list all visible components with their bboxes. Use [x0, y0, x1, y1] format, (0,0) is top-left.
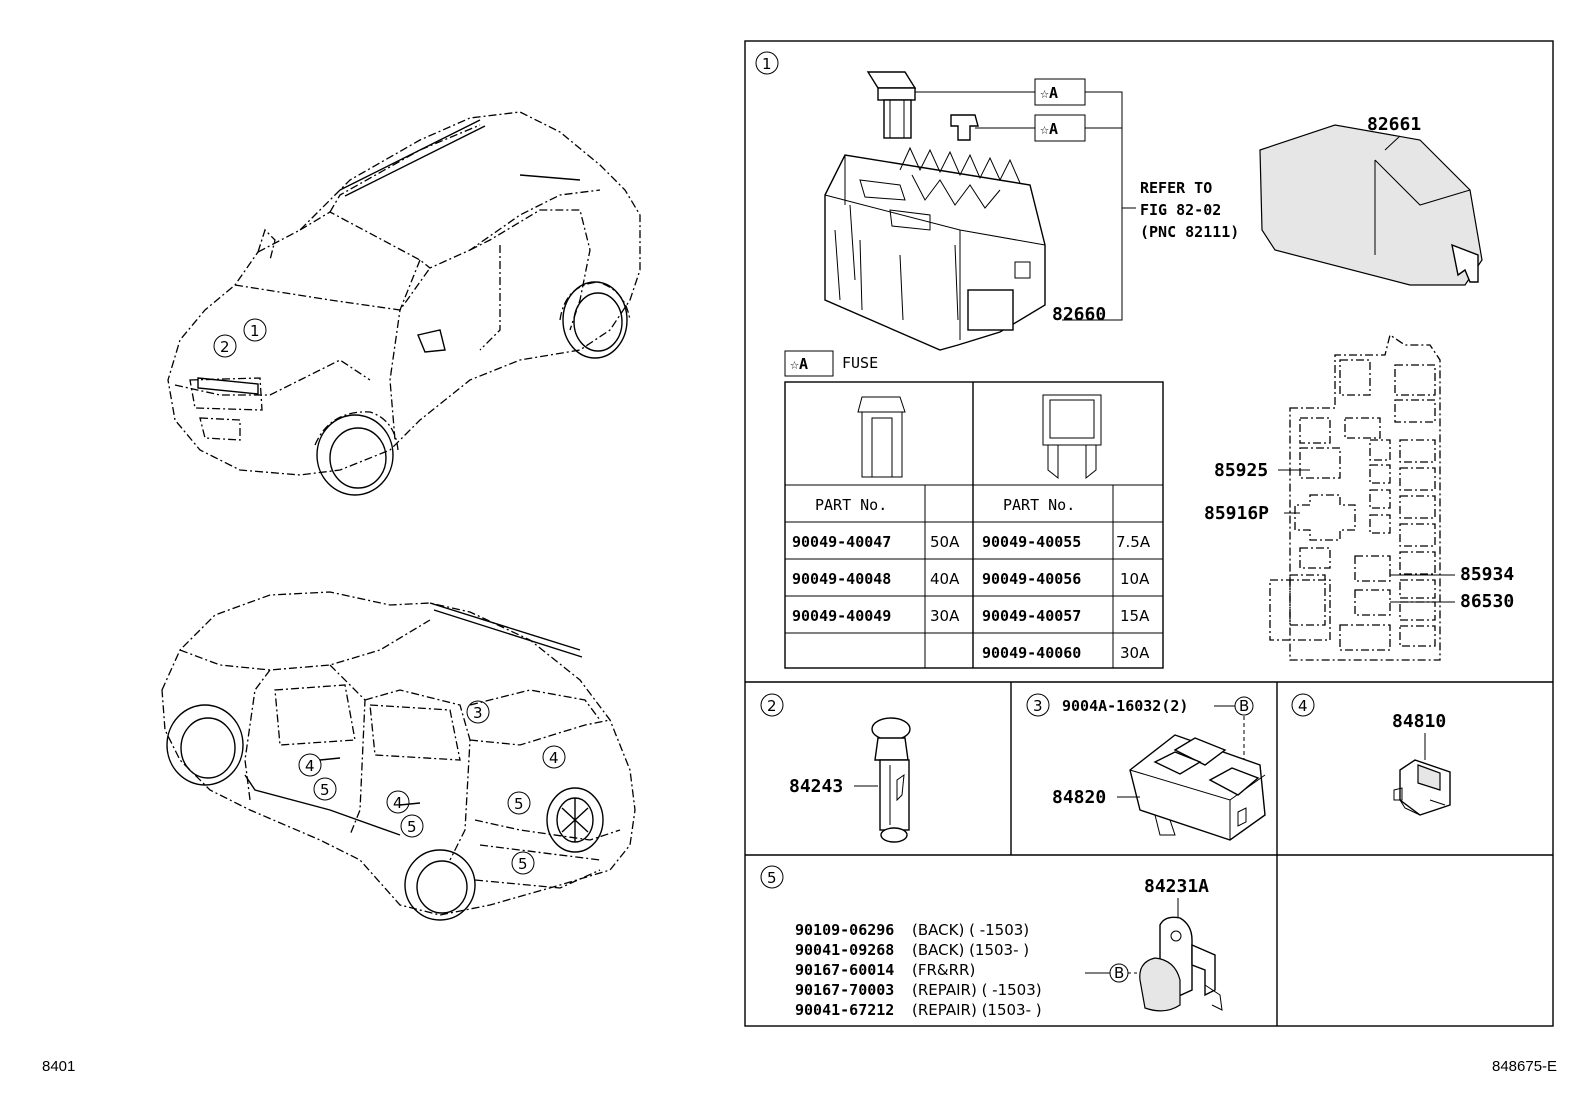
fuse-table-left-header: PART No.	[815, 496, 887, 514]
mini-fuse-drawing	[1042, 394, 1102, 480]
fuse-right-part: 90049-40056	[982, 570, 1081, 588]
refer-note-line-2: FIG 82-02	[1140, 201, 1221, 219]
part-number-84231A: 84231A	[1144, 876, 1209, 897]
callout-5-front-door: 5	[320, 781, 330, 799]
callout-5-hatch: 5	[514, 795, 524, 813]
panel-4-switch: 4 84810	[1291, 693, 1451, 816]
part-number-84243: 84243	[789, 776, 843, 797]
fuse-left-amp: 50A	[930, 533, 960, 551]
fuse-right-amp: 10A	[1120, 570, 1150, 588]
callout-b-switch: B	[1239, 697, 1249, 715]
power-socket-84243	[871, 717, 911, 843]
fuse-table-right-header: PART No.	[1003, 496, 1075, 514]
fuse-legend-tag: ☆A	[790, 355, 808, 373]
fuse-legend-label: FUSE	[842, 354, 878, 372]
panel-4-callout: 4	[1298, 697, 1308, 715]
mini-fuse-icon	[950, 114, 979, 141]
page-code-right: 848675-E	[1492, 1058, 1557, 1075]
fuse-left-amp: 30A	[930, 607, 960, 625]
relay-block-82660	[824, 146, 1046, 351]
panel-5-part: 90167-60014	[795, 961, 894, 979]
callout-3-rear: 3	[473, 704, 483, 722]
refer-note-line-3: (PNC 82111)	[1140, 223, 1239, 241]
part-number-82661: 82661	[1367, 114, 1421, 135]
part-number-84820: 84820	[1052, 787, 1106, 808]
fuse-table: PART No. PART No. 90049-40047 50A 90049-…	[784, 381, 1164, 669]
large-fuse-icon	[866, 71, 917, 139]
star-a-tag-2: ☆A	[1040, 120, 1058, 138]
panel-frames	[744, 40, 1554, 1027]
part-number-85925: 85925	[1214, 460, 1268, 481]
part-number-84810: 84810	[1392, 711, 1446, 732]
vehicle-front-view: 1 2	[167, 111, 641, 496]
panel-2-callout: 2	[767, 697, 777, 715]
callout-4-rear-door: 4	[393, 794, 403, 812]
panel-5-desc: (FR&RR)	[912, 961, 975, 979]
panel-5-door-switch: 5 90109-06296 (BACK) ( -1503) 90041-0926…	[760, 865, 1223, 1019]
fuse-right-amp: 15A	[1120, 607, 1150, 625]
part-number-85916P: 85916P	[1204, 503, 1269, 524]
fuse-right-part: 90049-40060	[982, 644, 1081, 662]
panel-1-relay-block: 1 ☆A ☆A	[755, 51, 1514, 669]
panel-5-part: 90167-70003	[795, 981, 894, 999]
fuse-right-part: 90049-40055	[982, 533, 1081, 551]
callout-5-lower: 5	[518, 855, 528, 873]
panel-5-part: 90041-67212	[795, 1001, 894, 1019]
refer-note-line-1: REFER TO	[1140, 179, 1212, 197]
large-fuse-drawing	[857, 396, 906, 478]
callout-4-front-door: 4	[305, 757, 315, 775]
switch-84810	[1393, 759, 1451, 816]
fuse-left-amp: 40A	[930, 570, 960, 588]
panel-3-window-switch: 3 9004A-16032(2) B 84820	[1026, 693, 1266, 841]
callout-b-door-switch: B	[1114, 964, 1124, 982]
callout-5-rear-door: 5	[407, 818, 417, 836]
panel-2-socket: 2 84243	[760, 693, 911, 843]
page-code-left: 8401	[42, 1058, 75, 1075]
part-number-85934: 85934	[1460, 564, 1514, 585]
panel-5-desc: (BACK) (1503- )	[912, 941, 1029, 959]
fuse-left-part: 90049-40048	[792, 570, 891, 588]
panel-5-part: 90041-09268	[795, 941, 894, 959]
vehicle-rear-view: 3 4 4 5 4 5 5 5	[161, 591, 636, 921]
bolt-part-number: 9004A-16032(2)	[1062, 697, 1188, 715]
panel-5-desc: (REPAIR) ( -1503)	[912, 981, 1042, 999]
panel-1-callout: 1	[762, 55, 772, 73]
window-switch-84820	[1129, 734, 1266, 841]
callout-2-front: 2	[220, 338, 230, 356]
star-a-tag-1: ☆A	[1040, 84, 1058, 102]
fuse-right-amp: 30A	[1120, 644, 1150, 662]
door-switch-84231A	[1139, 916, 1223, 1012]
panel-5-desc: (REPAIR) (1503- )	[912, 1001, 1042, 1019]
panel-3-callout: 3	[1033, 697, 1043, 715]
part-number-86530: 86530	[1460, 591, 1514, 612]
fuse-left-part: 90049-40049	[792, 607, 891, 625]
relay-block-cover-82661	[1259, 124, 1483, 286]
relay-block-layout	[1269, 333, 1441, 661]
fuse-left-part: 90049-40047	[792, 533, 891, 551]
part-number-82660: 82660	[1052, 304, 1106, 325]
panel-5-callout: 5	[767, 869, 777, 887]
callout-4-rear-hatch: 4	[549, 749, 559, 767]
panel-5-part: 90109-06296	[795, 921, 894, 939]
callout-1-front: 1	[250, 322, 260, 340]
fuse-right-part: 90049-40057	[982, 607, 1081, 625]
panel-5-desc: (BACK) ( -1503)	[912, 921, 1029, 939]
fuse-right-amp: 7.5A	[1116, 533, 1151, 551]
